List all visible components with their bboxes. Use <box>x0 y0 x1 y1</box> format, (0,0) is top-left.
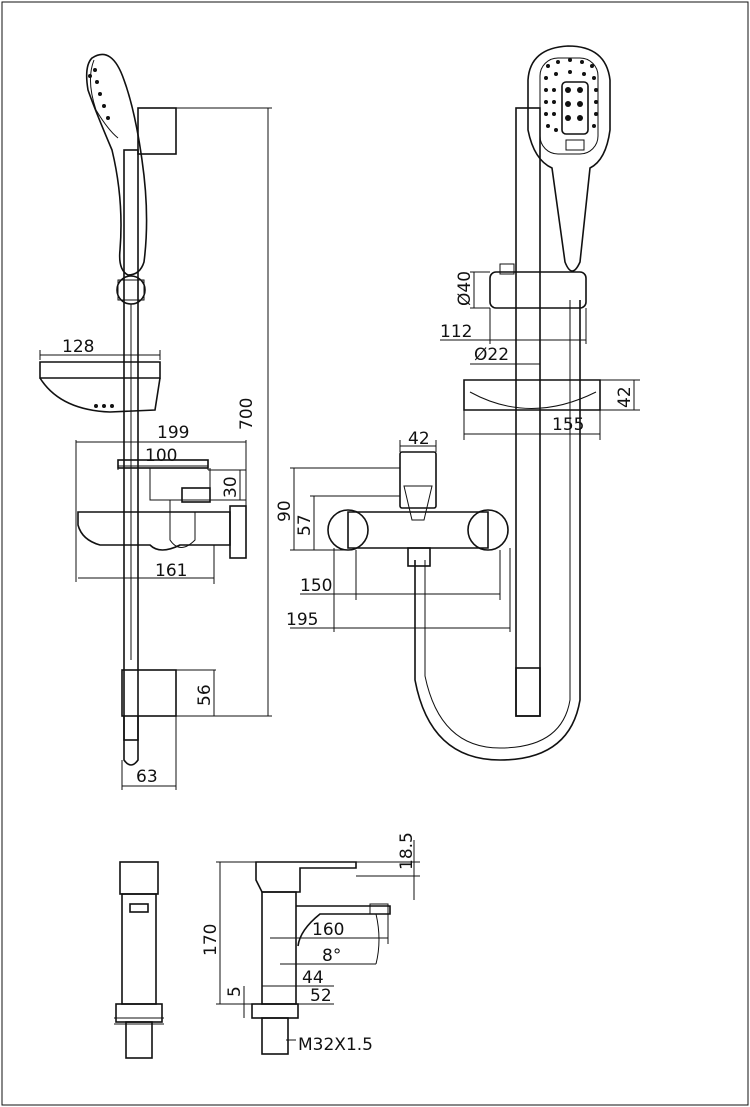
thread-spec: M32X1.5 <box>298 1035 373 1055</box>
basin-faucet-side-view: 18.5 170 160 8° 44 5 52 M32X1.5 <box>201 832 420 1055</box>
front-slide-rail <box>515 107 541 717</box>
hand-shower-front <box>527 45 611 272</box>
dim-112: 112 <box>440 322 472 342</box>
soap-dish-body <box>39 377 161 413</box>
dim-18-5: 18.5 <box>397 832 417 870</box>
dim-155: 155 <box>552 415 584 435</box>
dim-44: 44 <box>302 968 324 988</box>
hand-shower-side <box>85 53 148 276</box>
dim-56: 56 <box>195 684 215 706</box>
rail-end-cap <box>123 716 139 766</box>
dim-150: 150 <box>300 576 332 596</box>
spray-nozzles <box>544 58 598 132</box>
faucet-dimension-lines <box>216 840 420 1041</box>
shower-set-front-view: Ø40 112 Ø22 42 155 42 90 57 150 195 <box>275 45 640 761</box>
mixer-lever-front <box>399 451 437 509</box>
faucet-side-body <box>261 891 297 1005</box>
dim-90: 90 <box>275 500 295 522</box>
faucet-side-mount <box>251 1003 299 1019</box>
basin-faucet-front-view <box>114 861 164 1059</box>
spray-selector <box>561 81 589 135</box>
front-dimension-lines <box>290 271 640 632</box>
dim-42-width: 42 <box>408 429 430 449</box>
dim-700: 700 <box>237 398 257 430</box>
faucet-front-mount <box>115 1003 163 1023</box>
faucet-front-lever <box>119 861 159 895</box>
slide-rail <box>123 149 139 741</box>
dim-161: 161 <box>155 561 187 581</box>
dim-195: 195 <box>286 610 318 630</box>
dim-d22: Ø22 <box>474 345 509 365</box>
dim-170: 170 <box>201 924 221 956</box>
top-wall-bracket <box>137 107 177 155</box>
dim-d40: Ø40 <box>455 271 475 306</box>
dim-160: 160 <box>312 920 344 940</box>
bottom-wall-bracket <box>121 669 177 717</box>
front-hose <box>414 300 581 761</box>
dim-199: 199 <box>157 423 189 443</box>
wall-connector <box>229 505 247 559</box>
slider-holder <box>489 271 587 309</box>
right-wall-flange <box>467 509 509 551</box>
dim-5: 5 <box>225 986 245 997</box>
dim-57: 57 <box>295 514 315 536</box>
dim-63: 63 <box>136 767 158 787</box>
mixer-body-side <box>77 511 231 551</box>
side-dimension-lines <box>39 107 272 790</box>
faucet-side-lever <box>255 861 357 893</box>
dim-8-degrees: 8° <box>322 946 341 966</box>
dim-42-height: 42 <box>615 386 635 408</box>
mixer-body-front <box>347 511 489 549</box>
dim-52: 52 <box>310 986 332 1006</box>
dim-128: 128 <box>62 337 94 357</box>
dim-100: 100 <box>145 446 177 466</box>
front-bottom-bracket <box>515 667 541 717</box>
soap-dish-top <box>39 361 161 379</box>
dim-30: 30 <box>221 476 241 498</box>
shower-set-side-view: 128 700 199 100 30 161 56 63 <box>39 53 272 790</box>
shower-face-line <box>90 59 119 139</box>
